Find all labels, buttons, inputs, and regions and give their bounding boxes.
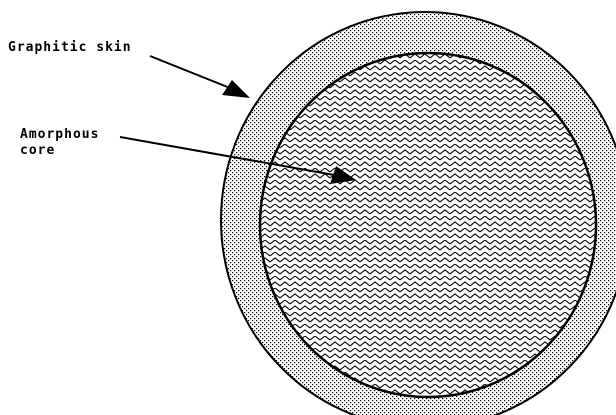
amorphous-core — [260, 53, 596, 397]
graphitic-skin-leader-line — [150, 56, 240, 92]
graphitic-skin-label: Graphitic skin — [8, 40, 132, 56]
amorphous-core-label-line1: Amorphous — [20, 127, 99, 143]
amorphous-core-label-line2: core — [20, 143, 55, 159]
graphitic-skin-arrowhead — [222, 80, 250, 98]
